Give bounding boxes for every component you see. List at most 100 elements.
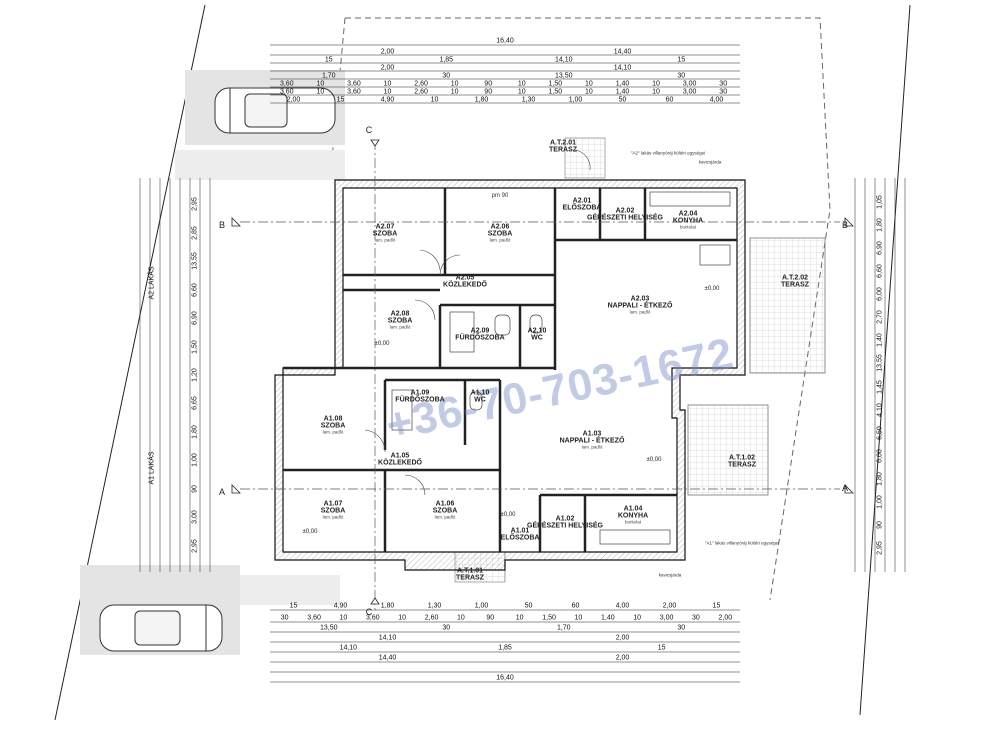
dimension-label: 2,00 <box>615 634 630 642</box>
room-floor: burkolat <box>624 518 641 524</box>
dimension-label: 3,00 <box>682 80 697 88</box>
dimension-label: 13,55 <box>876 354 884 373</box>
room-floor: lam. padló <box>434 513 456 519</box>
elevation-mark: ±0,00 <box>646 456 662 463</box>
dimension-label: 10 <box>574 614 583 622</box>
room-name: FÜRDŐSZOBA <box>395 397 445 404</box>
dimension-label: 3,60 <box>307 614 321 622</box>
note-a1-meter: "A1" lakás villanyóráj kültéri egységei <box>704 540 780 546</box>
room-number: A2.07 <box>375 223 395 231</box>
room-number: A2.10 <box>527 327 547 335</box>
dimension-label: 16,40 <box>496 37 514 45</box>
dimension-label: 10 <box>633 614 642 622</box>
dimension-label: 4,90 <box>333 602 348 610</box>
dimension-label: 10 <box>457 614 465 622</box>
room-number: A1.04 <box>623 505 643 513</box>
section-c-bottom: C <box>365 607 373 617</box>
dimension-label: 2,00 <box>662 602 677 610</box>
dimension-label: 10 <box>450 80 459 88</box>
dimension-label: 6,60 <box>191 282 199 297</box>
section-markers <box>231 139 854 605</box>
room-floor: lam. padló <box>374 236 396 242</box>
room-number: A2.03 <box>630 295 650 303</box>
dimension-label: 1,80 <box>876 217 884 232</box>
room-floor: lam. padló <box>581 443 603 449</box>
room-number: A.T.2.01 <box>549 139 577 147</box>
interior-walls <box>283 188 737 552</box>
room-number: A2.08 <box>390 310 410 318</box>
dimension-label: 30 <box>719 80 728 88</box>
dimension-label: 1,00 <box>876 495 884 509</box>
dimension-label: 1,40 <box>615 80 630 88</box>
room-number: A2.01 <box>572 197 592 205</box>
dimension-label: 3,60 <box>279 88 294 96</box>
room-name: KONYHA <box>617 512 649 520</box>
dimension-label: 2,60 <box>424 614 439 622</box>
dimension-label: 30 <box>692 614 700 622</box>
dimension-label: 10 <box>383 88 392 96</box>
dimension-label: 3,60 <box>347 80 361 88</box>
dimension-label: 6,65 <box>191 396 199 411</box>
room-floor: lam. padló <box>389 323 411 329</box>
section-a-left: A <box>218 487 226 497</box>
apartment-a1-label: A1 LAKÁS <box>148 451 156 485</box>
dimension-label: 3,00 <box>682 88 697 96</box>
parking-areas <box>80 70 345 655</box>
room-name: KÖZLEKEDŐ <box>443 282 487 289</box>
door-note: pm 90 <box>491 193 509 199</box>
dimension-lines <box>139 44 906 683</box>
dimension-label: 1,50 <box>548 80 563 88</box>
dimension-label: 10 <box>585 80 593 88</box>
dimension-label: 6,90 <box>876 241 884 255</box>
dimension-label: 1,80 <box>876 472 884 486</box>
dimension-label: 1,30 <box>521 96 536 104</box>
room-number: A1.09 <box>410 389 430 397</box>
room-number: A2.04 <box>678 210 698 218</box>
elevation-mark: ±0,00 <box>374 340 390 347</box>
dimension-label: 2,00 <box>380 48 395 56</box>
car-icon-top <box>214 87 336 134</box>
dimension-label: 60 <box>571 602 580 610</box>
dimension-label: 10 <box>652 80 660 88</box>
dimension-label: 15 <box>657 644 666 652</box>
note-gravel: kavicsjárda <box>698 159 722 165</box>
dimension-label: 6,00 <box>876 287 884 301</box>
dimension-label: 10 <box>316 80 325 88</box>
dimension-label: 6,60 <box>876 264 884 278</box>
dimension-label: 1,05 <box>876 194 884 209</box>
dimension-label: 90 <box>484 80 493 88</box>
room-floor: lam. padló <box>322 428 344 434</box>
dimension-label: 10 <box>517 80 526 88</box>
room-number: A2.06 <box>490 223 510 231</box>
dimension-label: 3,60 <box>347 88 361 96</box>
room-name: SZOBA <box>432 507 458 515</box>
room-name: SZOBA <box>387 317 413 325</box>
dimension-label: 4,00 <box>709 96 724 104</box>
room-name: TERASZ <box>549 147 577 154</box>
dimension-label: 15 <box>712 602 721 610</box>
section-c-top: C <box>365 125 373 135</box>
room-number: A1.03 <box>582 430 602 438</box>
room-number: A.T.1.02 <box>728 454 756 462</box>
room-floor: lam. padló <box>629 308 651 314</box>
room-number: A1.05 <box>390 452 410 460</box>
dimension-label: 50 <box>524 602 533 610</box>
dimension-label: 2,00 <box>286 96 301 104</box>
dimension-label: 10 <box>450 88 459 96</box>
dimension-label: 14,40 <box>378 654 397 662</box>
room-name: SZOBA <box>372 230 398 238</box>
